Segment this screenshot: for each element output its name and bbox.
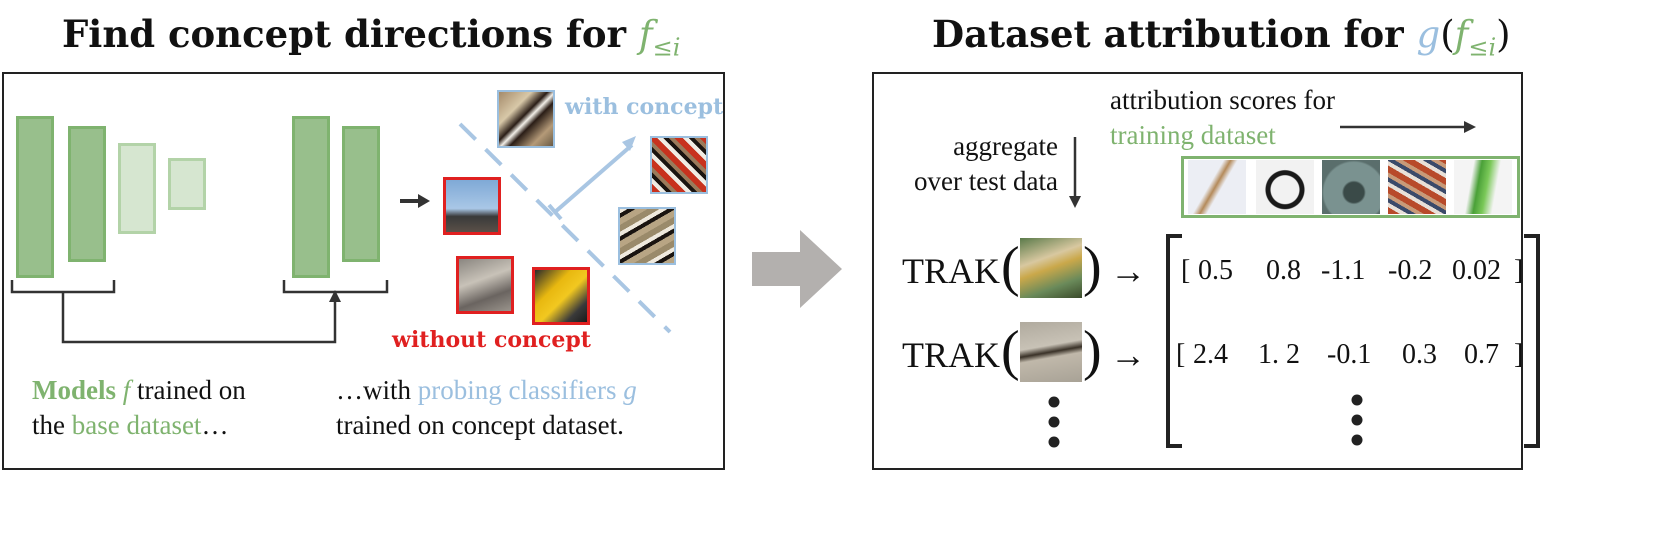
matrix-cell: 0.7: [1464, 339, 1499, 370]
matrix-row-1: [: [1181, 255, 1191, 286]
matrix-bracket: ]: [1514, 339, 1524, 370]
matrix-cell: 1. 2: [1258, 339, 1300, 370]
paren-open: (: [1001, 320, 1020, 382]
concept-image-snake: [650, 136, 708, 194]
trak-label: TRAK: [902, 251, 1000, 291]
nonconcept-image-traffic: [443, 177, 501, 235]
nonconcept-image-drill: [532, 267, 590, 325]
right-panel: [872, 72, 1523, 470]
training-image: [1256, 160, 1314, 214]
over-test-data-label: over test data: [914, 166, 1058, 196]
matrix-cell: 0.3: [1402, 339, 1437, 370]
matrix-cell: 0.8: [1266, 255, 1301, 286]
aggregate-label: aggregate: [953, 131, 1058, 161]
paren-close: ): [1083, 236, 1102, 298]
caption-models: Models f trained on: [32, 375, 246, 405]
matrix-cell: -1.1: [1321, 255, 1366, 286]
test-image-horn: [1020, 238, 1082, 298]
matrix-cell: 0.02: [1452, 255, 1501, 286]
test-image-snake: [1020, 322, 1082, 382]
title-math-sub: ≤i: [652, 33, 681, 62]
matrix-cell: -0.2: [1388, 255, 1433, 286]
layer-block: [342, 126, 380, 262]
paren-open: (: [1001, 236, 1020, 298]
trak-label: TRAK: [902, 335, 1000, 375]
training-image: [1322, 160, 1380, 214]
layer-block: [16, 116, 54, 278]
big-arrow-icon: [752, 230, 842, 308]
layer-block: [118, 143, 156, 234]
ellipsis-vertical-icon: [1048, 396, 1060, 448]
ellipsis-vertical-icon: [1351, 394, 1363, 446]
arrow-symbol: →: [1110, 335, 1146, 375]
layer-block: [168, 158, 206, 210]
layer-block: [68, 126, 106, 262]
arrow-symbol: →: [1110, 251, 1146, 291]
without-concept-label: without concept: [392, 327, 591, 353]
paren-close: ): [1083, 320, 1102, 382]
caption-concept-dataset: trained on concept dataset.: [336, 410, 624, 440]
caption-base-dataset: the base dataset…: [32, 410, 229, 440]
concept-image-snake: [618, 207, 676, 265]
concept-image-snake: [497, 90, 555, 148]
caption-probing: …with probing classifiers g: [336, 375, 637, 405]
training-image: [1454, 160, 1512, 214]
layer-block: [292, 116, 330, 278]
training-image: [1388, 160, 1446, 214]
with-concept-label: with concept: [565, 94, 724, 120]
title-math-f: f: [638, 13, 653, 56]
matrix-cell: -0.1: [1327, 339, 1372, 370]
attribution-scores-label: attribution scores for: [1110, 85, 1335, 115]
matrix-cell: 0.5: [1198, 255, 1233, 286]
matrix-row-2: [: [1176, 339, 1186, 370]
training-dataset-label: training dataset: [1110, 120, 1276, 150]
nonconcept-image-tools: [456, 256, 514, 314]
matrix-cell: 2.4: [1193, 339, 1228, 370]
matrix-bracket: ]: [1514, 255, 1524, 286]
left-title: Find concept directions for f≤i: [62, 12, 681, 62]
right-title: Dataset attribution for g(f≤i): [932, 12, 1511, 62]
training-image: [1188, 160, 1246, 214]
